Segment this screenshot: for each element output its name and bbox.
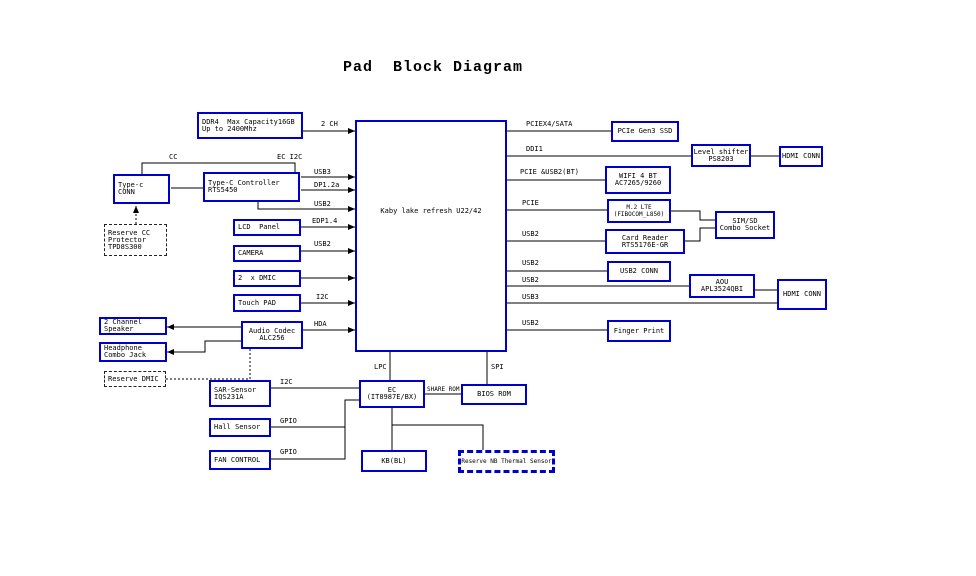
- node-camera: CAMERA: [233, 245, 301, 262]
- node-finger-print: Finger Print: [607, 320, 671, 342]
- node-reserve-dmic: Reserve DMIC: [104, 371, 166, 387]
- bus-label-cc: CC: [169, 153, 178, 161]
- bus-label-hda: HDA: [314, 320, 327, 328]
- node-type-c-controller: Type-C Controller RTS5450: [203, 172, 300, 202]
- wire-hall-ec: [271, 399, 359, 428]
- node-wifi-bt: WIFI 4 BT AC7265/9260: [605, 166, 671, 194]
- node-speaker: 2 Channel Speaker: [99, 317, 167, 335]
- node-hdmi-conn-2: HDMI CONN: [777, 279, 827, 310]
- bus-label-share-rom: SHARE ROM: [427, 386, 460, 393]
- bus-label-edp14: EDP1.4: [312, 217, 338, 225]
- wire-codec-jack: [167, 340, 241, 355]
- bus-label-pcie: PCIE: [522, 199, 539, 207]
- node-reserve-cc-protector: Reserve CC Protector TPD8S300: [104, 224, 167, 256]
- bus-label-pciex4-sata: PCIEX4/SATA: [526, 120, 573, 128]
- wire-lte-simsd: [671, 210, 715, 221]
- diagram-title: Pad Block Diagram: [343, 59, 524, 76]
- bus-label-dp12a: DP1.2a: [314, 181, 340, 189]
- bus-label-pcie-usb2-bt: PCIE &USB2(BT): [520, 168, 580, 176]
- node-sar-sensor: SAR-Sensor IQS231A: [209, 380, 271, 407]
- bus-label-usb2-typec: USB2: [314, 200, 331, 208]
- node-lcd-panel: LCD Panel: [233, 219, 301, 236]
- node-touch-pad: Touch PAD: [233, 294, 301, 312]
- bus-label-i2c-sar: I2C: [280, 378, 293, 386]
- node-cpu: Kaby lake refresh U22/42: [355, 120, 507, 352]
- node-ec: EC (IT8987E/BX): [359, 380, 425, 408]
- wire-fan-ec: [271, 427, 346, 460]
- bus-label-spi: SPI: [491, 363, 504, 371]
- bus-label-i2c-touchpad: I2C: [316, 293, 329, 301]
- node-card-reader: Card Reader RTS5176E-GR: [605, 229, 685, 254]
- node-hall-sensor: Hall Sensor: [209, 418, 271, 437]
- bus-label-usb2-cardreader: USB2: [522, 230, 539, 238]
- wire-cc-eci2c-trunk: [141, 162, 296, 174]
- wire-thermal-ec: [392, 424, 484, 450]
- node-combo-jack: Headphone Combo Jack: [99, 342, 167, 362]
- bus-label-ec-i2c: EC I2C: [277, 153, 303, 161]
- bus-label-ddi1: DDI1: [526, 145, 543, 153]
- node-sim-sd-socket: SIM/SD Combo Socket: [715, 211, 775, 239]
- node-ssd: PCIe Gen3 SSD: [611, 121, 679, 142]
- bus-label-usb3-hdmi: USB3: [522, 293, 539, 301]
- node-usb2-conn: USB2 CONN: [607, 261, 671, 282]
- node-fan-control: FAN CONTROL: [209, 450, 271, 470]
- bus-label-gpio-hall: GPIO: [280, 417, 297, 425]
- node-aou: AOU APL3524QBI: [689, 274, 755, 298]
- bus-label-2ch: 2 CH: [321, 120, 338, 128]
- bus-label-lpc: LPC: [374, 363, 387, 371]
- node-bios-rom: BIOS ROM: [461, 384, 527, 405]
- wire-usb2-typec: [257, 202, 355, 212]
- bus-label-usb2-conn: USB2: [522, 259, 539, 267]
- bus-label-gpio-fan: GPIO: [280, 448, 297, 456]
- node-audio-codec: Audio Codec ALC256: [241, 321, 303, 349]
- wire-reserve-dmic: [166, 349, 251, 380]
- node-dmic: 2 x DMIC: [233, 270, 301, 287]
- wire-cardreader-simsd: [685, 227, 715, 242]
- node-hdmi-conn-1: HDMI CONN: [779, 146, 823, 167]
- node-type-c-conn: Type-c CONN: [113, 174, 170, 204]
- node-m2-lte: M.2 LTE (FIBOCOM_L850): [607, 199, 671, 223]
- bus-label-usb2-aou: USB2: [522, 276, 539, 284]
- bus-label-usb2-fingerprint: USB2: [522, 319, 539, 327]
- node-ddr4: DDR4 Max Capacity16GB Up to 2400Mhz: [197, 112, 303, 139]
- node-reserve-thermal-sensor: Reserve NB Thermal Sensor: [458, 450, 555, 473]
- node-level-shifter: Level shifter PS8203: [691, 144, 751, 167]
- bus-label-usb3-typec: USB3: [314, 168, 331, 176]
- node-keyboard-backlight: KB(BL): [361, 450, 427, 472]
- bus-label-usb2-camera: USB2: [314, 240, 331, 248]
